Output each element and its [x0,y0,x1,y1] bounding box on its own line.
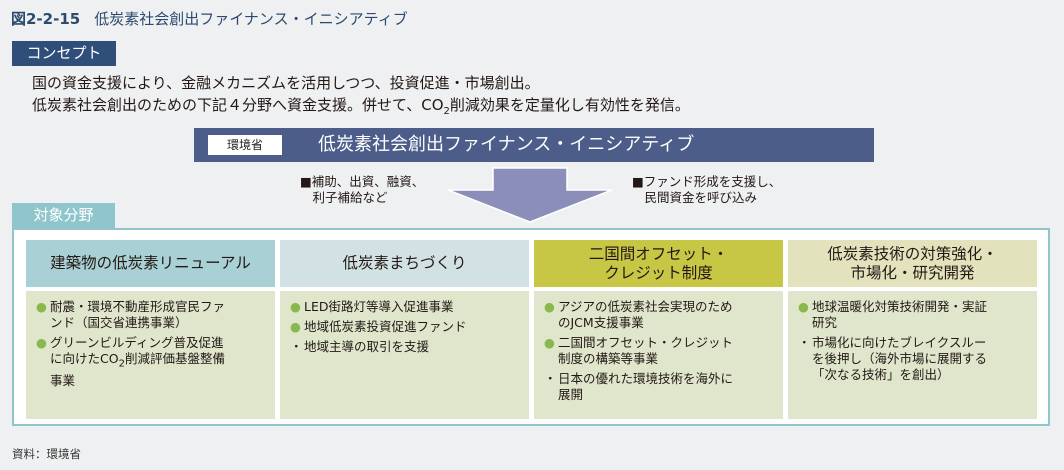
target-column: 低炭素技術の対策強化・ 市場化・研究開発●地球温暖化対策技術開発・実証 研究・市… [788,240,1037,419]
list-item: ●二国間オフセット・クレジット 制度の構築等事業 [544,335,775,367]
list-item-text: 地域低炭素投資促進ファンド [304,319,467,334]
list-item: ●地域低炭素投資促進ファンド [290,319,521,335]
target-column-title: 低炭素技術の対策強化・ 市場化・研究開発 [788,240,1037,287]
concept-line-1: 国の資金支援により、金融メカニズムを活用しつつ、投資促進・市場創出。 [32,74,540,92]
figure-number: 図2-2-15 [11,10,81,28]
down-arrow-icon [447,167,613,223]
concept-co2-subscript: 2 [443,106,450,117]
bullet-middot-icon: ・ [290,339,303,354]
support-note-left: ■補助、出資、融資、 利子補給など [300,174,425,205]
list-item: ●地球温暖化対策技術開発・実証 研究 [798,299,1029,331]
list-item-text: LED街路灯等導入促進事業 [304,299,454,314]
bullet-dot-icon: ● [36,335,47,350]
list-item: ・地域主導の取引を支援 [290,339,521,355]
targets-label: 対象分野 [12,203,115,228]
list-item: ・日本の優れた環境技術を海外に 展開 [544,371,775,403]
list-item-text: 日本の優れた環境技術を海外に 展開 [558,371,734,402]
list-item-text: 二国間オフセット・クレジット 制度の構築等事業 [558,335,734,366]
list-item-text: 削減評価基盤整備 事業 [50,351,225,388]
figure-title: 図2-2-15 低炭素社会創出ファイナンス・イニシアティブ [11,8,408,29]
target-column: 低炭素まちづくり●LED街路灯等導入促進事業●地域低炭素投資促進ファンド・地域主… [280,240,529,419]
list-item-text: グリーンビルディング普及促進 に向けたCO [50,335,224,366]
target-column-title: 低炭素まちづくり [280,240,529,287]
bullet-dot-icon: ● [798,299,809,314]
list-item: ●グリーンビルディング普及促進 に向けたCO2削減評価基盤整備 事業 [36,335,267,389]
bullet-middot-icon: ・ [798,335,811,350]
target-column: 建築物の低炭素リニューアル●耐震・環境不動産形成官民ファ ンド（国交省連携事業）… [26,240,275,419]
bullet-dot-icon: ● [290,319,301,334]
list-item: ●LED街路灯等導入促進事業 [290,299,521,315]
initiative-banner: 環境省 低炭素社会創出ファイナンス・イニシアティブ [194,128,874,162]
bullet-dot-icon: ● [290,299,301,314]
target-column: 二国間オフセット・ クレジット制度●アジアの低炭素社会実現のため のJCM支援事… [534,240,783,419]
bullet-dot-icon: ● [544,299,555,314]
co2-subscript: 2 [118,358,125,370]
list-item-text: アジアの低炭素社会実現のため のJCM支援事業 [558,299,733,330]
list-item: ・市場化に向けたブレイクスルー を後押し（海外市場に展開する 「次なる技術」を創… [798,335,1029,383]
target-column-items: ●LED街路灯等導入促進事業●地域低炭素投資促進ファンド・地域主導の取引を支援 [280,291,529,419]
list-item-text: 市場化に向けたブレイクスルー を後押し（海外市場に展開する 「次なる技術」を創出… [812,335,988,382]
concept-line-2-start: 低炭素社会創出のための下記４分野へ資金支援。併せて、CO [32,96,444,114]
support-note-right: ■ファンド形成を支援し、 民間資金を呼び込み [632,174,782,205]
figure-title-text: 低炭素社会創出ファイナンス・イニシアティブ [94,10,408,28]
targets-panel: 建築物の低炭素リニューアル●耐震・環境不動産形成官民ファ ンド（国交省連携事業）… [12,228,1050,426]
target-column-items: ●耐震・環境不動産形成官民ファ ンド（国交省連携事業）●グリーンビルディング普及… [26,291,275,419]
bullet-middot-icon: ・ [544,371,557,386]
target-column-items: ●地球温暖化対策技術開発・実証 研究・市場化に向けたブレイクスルー を後押し（海… [788,291,1037,419]
list-item-text: 地域主導の取引を支援 [304,339,430,354]
target-column-title: 二国間オフセット・ クレジット制度 [534,240,783,287]
list-item-text: 地球温暖化対策技術開発・実証 研究 [812,299,988,330]
target-column-items: ●アジアの低炭素社会実現のため のJCM支援事業●二国間オフセット・クレジット … [534,291,783,419]
source-note: 資料：環境省 [12,447,81,461]
concept-line-2-end: 削減効果を定量化し有効性を発信。 [449,96,690,114]
concept-label: コンセプト [12,41,116,66]
bullet-dot-icon: ● [36,299,47,314]
target-column-title: 建築物の低炭素リニューアル [26,240,275,287]
banner-title: 低炭素社会創出ファイナンス・イニシアティブ [318,134,695,155]
ministry-label: 環境省 [208,135,282,155]
bullet-dot-icon: ● [544,335,555,350]
list-item: ●耐震・環境不動産形成官民ファ ンド（国交省連携事業） [36,299,267,331]
concept-line-2: 低炭素社会創出のための下記４分野へ資金支援。併せて、CO2削減効果を定量化し有効… [32,94,690,117]
list-item-text: 耐震・環境不動産形成官民ファ ンド（国交省連携事業） [50,299,226,330]
list-item: ●アジアの低炭素社会実現のため のJCM支援事業 [544,299,775,331]
